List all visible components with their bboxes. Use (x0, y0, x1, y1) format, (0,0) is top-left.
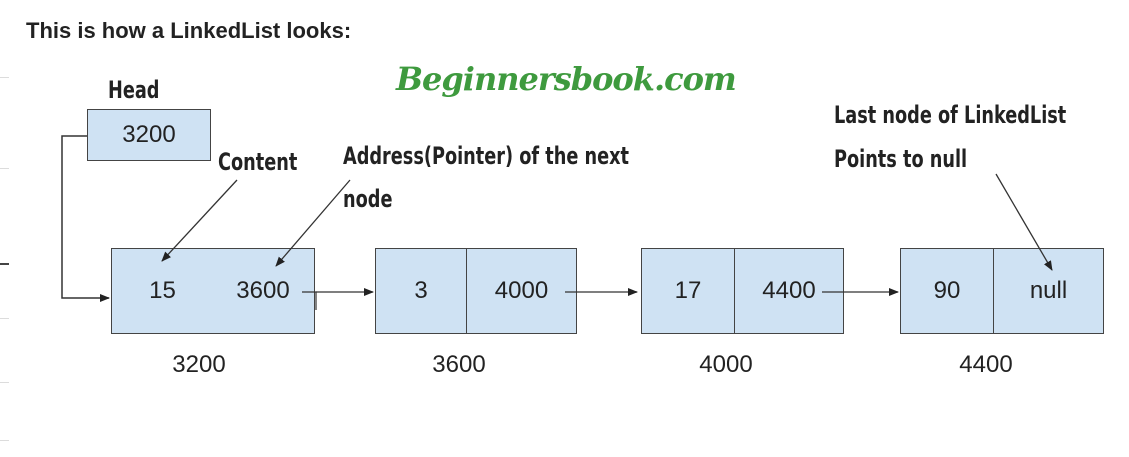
margin-rule (0, 382, 9, 383)
link-arrow (302, 291, 317, 310)
node-data-value: 17 (674, 277, 702, 304)
content-pointer-arrow (161, 179, 238, 262)
node-next-cell: 4400 (734, 248, 844, 334)
page-heading: This is how a LinkedList looks: (26, 18, 352, 43)
node-next-cell: 4000 (466, 248, 577, 334)
node-next-cell: 3600 (212, 248, 315, 334)
head-pointer-box: 3200 (87, 109, 211, 161)
margin-rule (0, 440, 9, 441)
node-data-value: 90 (933, 277, 961, 304)
margin-rule (0, 318, 9, 319)
node-data-value: 15 (149, 277, 176, 304)
last-node-annotation-line2: Points to null (834, 145, 968, 173)
node-data-cell: 3 (375, 248, 467, 334)
node-address: 3600 (432, 351, 486, 378)
node-next-value: 4400 (762, 277, 816, 304)
node-data-cell: 17 (641, 248, 735, 334)
node-address: 3200 (172, 351, 226, 378)
node-next-value: 4000 (494, 277, 549, 304)
pointer-annotation-line2: node (343, 185, 393, 213)
head-label: Head (108, 76, 160, 104)
last-node-annotation-line1: Last node of LinkedList (834, 101, 1067, 129)
node-data-cell: 90 (900, 248, 994, 334)
watermark-logo: Beginnersbook.com (396, 60, 737, 98)
node-address: 4400 (959, 351, 1013, 378)
pointer-annotation-line1: Address(Pointer) of the next (343, 142, 630, 170)
head-value: 3200 (122, 121, 176, 148)
node-data-cell: 15 (111, 248, 214, 334)
node-next-value: null (1029, 277, 1068, 304)
content-annotation: Content (218, 148, 298, 176)
address-pointer-arrow (275, 179, 351, 267)
head-to-first-arrow (61, 135, 110, 302)
node-address: 4000 (699, 351, 753, 378)
margin-marker (0, 263, 9, 265)
margin-rule (0, 168, 9, 169)
margin-rule (0, 77, 9, 78)
node-next-value: 3600 (236, 277, 290, 304)
null-pointer-arrow (995, 173, 1053, 271)
node-data-value: 3 (414, 277, 428, 304)
